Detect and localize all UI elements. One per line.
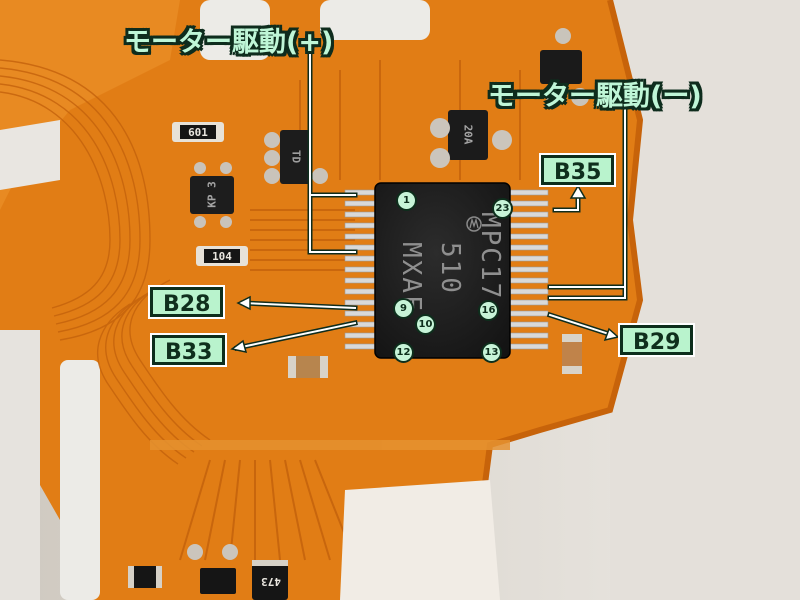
annotation-motor-minus: モーター駆動(ー) xyxy=(488,81,702,112)
capacitor-right xyxy=(562,334,582,374)
capacitor-bottom xyxy=(288,356,328,378)
traces-left xyxy=(0,59,211,465)
label-b29: B29 xyxy=(617,323,696,357)
annotation-lines xyxy=(230,52,628,353)
chip-marking-line2: 510 xyxy=(435,242,465,295)
resistor-601 xyxy=(172,122,224,142)
pin-13-marker: 13 xyxy=(481,342,502,363)
paper-tape xyxy=(340,480,500,600)
cutout-bottom-left xyxy=(0,330,40,600)
pin-9-marker: 9 xyxy=(393,298,414,319)
pin-1-marker: 1 xyxy=(396,190,417,211)
resistor-104-marking: 104 xyxy=(212,250,232,263)
transistor-kp xyxy=(190,162,234,228)
label-b35: B35 xyxy=(538,153,617,187)
transistor-top xyxy=(540,28,589,106)
cutout-left xyxy=(60,360,100,600)
pin-12-marker: 12 xyxy=(393,342,414,363)
cutout-1 xyxy=(200,0,270,60)
pin-10-marker: 10 xyxy=(415,314,436,335)
resistor-104 xyxy=(196,246,248,266)
annotation-motor-plus: モーター駆動(+) xyxy=(124,27,334,58)
transistor-20a-marking: 20A xyxy=(461,124,475,145)
label-b33: B33 xyxy=(149,333,228,367)
transistor-td-marking: TD xyxy=(289,149,303,164)
transistor-kp-marking: KP 3 xyxy=(205,181,219,208)
resistor-473 xyxy=(252,560,288,600)
cutout-top-left xyxy=(0,120,60,190)
small-parts-bottom xyxy=(128,544,238,594)
flex-ribbon-left xyxy=(0,0,180,210)
pin-16-marker: 16 xyxy=(478,300,499,321)
label-b28: B28 xyxy=(147,285,226,319)
resistor-473-marking: 473 xyxy=(261,575,281,588)
cutout-2 xyxy=(320,0,430,40)
transistor-td xyxy=(264,130,328,184)
chip-marking-line1: MPC17 xyxy=(475,212,505,301)
transistor-20a xyxy=(430,110,512,168)
pin-23-marker: 23 xyxy=(492,198,513,219)
resistor-601-marking: 601 xyxy=(188,126,208,139)
